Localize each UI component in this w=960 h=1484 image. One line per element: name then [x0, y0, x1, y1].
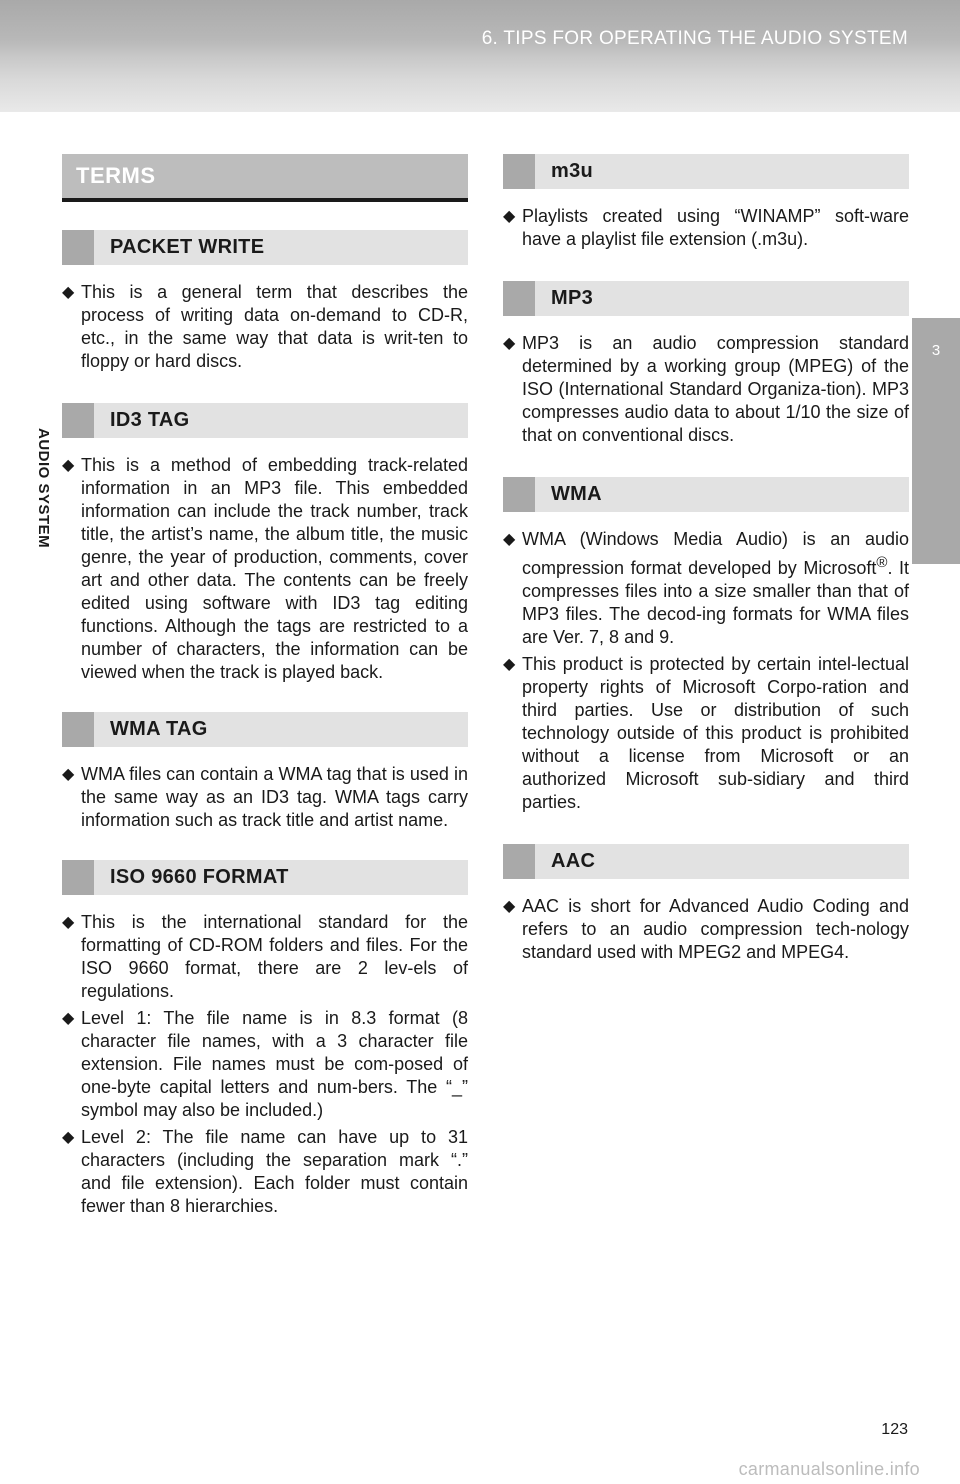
page-number: 123 — [881, 1421, 908, 1438]
list-item: ◆WMA files can contain a WMA tag that is… — [62, 764, 468, 830]
registered-mark: ® — [876, 554, 888, 571]
bullet-diamond-icon: ◆ — [503, 208, 516, 225]
term-body-wma-tag: ◆WMA files can contain a WMA tag that is… — [62, 763, 468, 832]
page-header: 6. TIPS FOR OPERATING THE AUDIO SYSTEM — [0, 0, 960, 112]
bullet-diamond-icon: ◆ — [503, 531, 516, 548]
term-heading-aac: AAC — [503, 844, 909, 879]
chapter-tab: 3 — [912, 318, 960, 564]
left-column: TERMS PACKET WRITE ◆This is a general te… — [62, 154, 468, 1222]
bullet-diamond-icon: ◆ — [62, 1129, 75, 1146]
bullet-diamond-icon: ◆ — [503, 335, 516, 352]
list-item: ◆This product is protected by certain in… — [503, 654, 909, 812]
chapter-tab-number: 3 — [931, 342, 941, 359]
term-body-wma: ◆WMA (Windows Media Audio) is an audio c… — [503, 528, 909, 814]
term-body-m3u: ◆Playlists created using “WINAMP” soft-w… — [503, 205, 909, 251]
term-body-mp3: ◆MP3 is an audio compression standard de… — [503, 332, 909, 447]
bullet-diamond-icon: ◆ — [62, 914, 75, 931]
watermark: carmanualsonline.info — [738, 1459, 920, 1479]
term-body-id3-tag: ◆This is a method of embedding track-rel… — [62, 454, 468, 684]
list-item: ◆This is the international standard for … — [62, 912, 468, 1001]
term-heading-iso9660: ISO 9660 FORMAT — [62, 860, 468, 895]
bullet-diamond-icon: ◆ — [62, 1010, 75, 1027]
right-column: m3u ◆Playlists created using “WINAMP” so… — [503, 154, 909, 968]
list-item: ◆WMA (Windows Media Audio) is an audio c… — [503, 529, 909, 647]
terms-heading: TERMS — [62, 154, 468, 202]
bullet-diamond-icon: ◆ — [62, 284, 75, 301]
bullet-diamond-icon: ◆ — [503, 898, 516, 915]
list-item: ◆Level 2: The file name can have up to 3… — [62, 1127, 468, 1216]
term-heading-m3u: m3u — [503, 154, 909, 189]
term-body-packet-write: ◆This is a general term that describes t… — [62, 281, 468, 373]
bullet-diamond-icon: ◆ — [503, 656, 516, 673]
term-heading-id3-tag: ID3 TAG — [62, 403, 468, 438]
list-item: ◆Playlists created using “WINAMP” soft-w… — [503, 206, 909, 249]
term-heading-wma-tag: WMA TAG — [62, 712, 468, 747]
list-item: ◆This is a method of embedding track-rel… — [62, 455, 468, 682]
term-body-iso9660: ◆This is the international standard for … — [62, 911, 468, 1218]
bullet-diamond-icon: ◆ — [62, 457, 75, 474]
term-body-aac: ◆AAC is short for Advanced Audio Coding … — [503, 895, 909, 964]
term-heading-mp3: MP3 — [503, 281, 909, 316]
bullet-diamond-icon: ◆ — [62, 766, 75, 783]
list-item: ◆MP3 is an audio compression standard de… — [503, 333, 909, 445]
chapter-title: 6. TIPS FOR OPERATING THE AUDIO SYSTEM — [481, 28, 908, 49]
list-item: ◆AAC is short for Advanced Audio Coding … — [503, 896, 909, 962]
list-item: ◆Level 1: The file name is in 8.3 format… — [62, 1008, 468, 1120]
list-item: ◆This is a general term that describes t… — [62, 282, 468, 371]
chapter-tab-label: AUDIO SYSTEM — [35, 428, 52, 549]
term-heading-packet-write: PACKET WRITE — [62, 230, 468, 265]
term-heading-wma: WMA — [503, 477, 909, 512]
